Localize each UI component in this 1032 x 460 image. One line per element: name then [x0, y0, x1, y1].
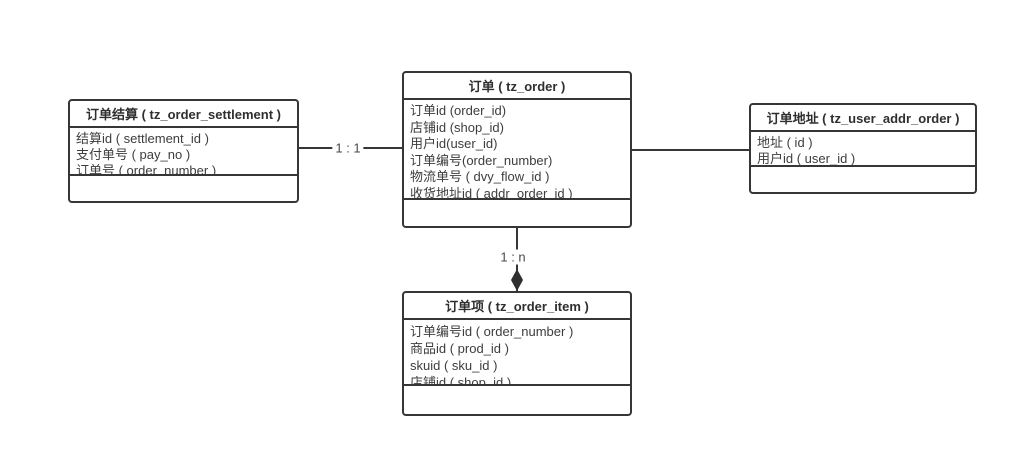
entity-title: 订单结算 ( tz_order_settlement ): [70, 101, 297, 128]
field-row: 店铺id ( shop_id ): [410, 375, 512, 384]
field-row: skuid ( sku_id ): [410, 358, 498, 373]
entity-order-settlement[interactable]: 订单结算 ( tz_order_settlement ) 结算id ( sett…: [68, 99, 299, 203]
entity-title: 订单 ( tz_order ): [404, 73, 630, 100]
entity-field-list: 订单编号id ( order_number ) 商品id ( prod_id ) s…: [404, 320, 630, 384]
field-row: 结算id ( settlement_id ): [76, 131, 209, 146]
field-row: 店铺id (shop_id): [410, 119, 504, 135]
field-row: 地址 ( id ): [757, 135, 813, 150]
entity-field-list: 结算id ( settlement_id )支付单号 ( pay_no )订单号…: [70, 128, 297, 174]
connector-order-addr: [632, 149, 749, 151]
field-row: 订单id (order_id): [410, 103, 507, 118]
entity-empty-section: [70, 174, 297, 201]
field-row: 用户id(user_id): [410, 136, 498, 151]
entity-empty-section: [404, 198, 630, 226]
field-row: 用户id ( user_id ): [757, 151, 856, 165]
entity-title: 订单地址 ( tz_user_addr_order ): [751, 105, 975, 132]
entity-field-list: 订单id (order_id)店铺id (shop_id)用户id(user_i…: [404, 100, 630, 198]
entity-order[interactable]: 订单 ( tz_order ) 订单id (order_id)店铺id (sho…: [402, 71, 632, 228]
field-row: 订单编号(order_number): [410, 152, 553, 168]
entity-title: 订单项 ( tz_order_item ): [404, 293, 630, 320]
field-row: 商品id ( prod_id ): [410, 341, 509, 356]
field-row: 支付单号 ( pay_no ): [76, 147, 191, 162]
entity-order-item[interactable]: 订单项 ( tz_order_item ) 订单编号id ( order_num…: [402, 291, 632, 416]
cardinality-label-1-n: 1 : n: [497, 249, 529, 265]
field-row: 订单编号id ( order_number ): [410, 324, 574, 339]
field-row: 收货地址id ( addr_order_id ): [410, 185, 573, 199]
entity-empty-section: [404, 384, 630, 414]
field-row: 物流单号 ( dvy_flow_id ): [410, 169, 550, 184]
cardinality-label-1-1: 1 : 1: [332, 140, 364, 156]
field-row: 订单号 ( order_number ): [76, 163, 217, 174]
entity-user-addr-order[interactable]: 订单地址 ( tz_user_addr_order ) 地址 ( id )用户i…: [749, 103, 977, 194]
diamond-arrowhead-icon: [511, 269, 523, 291]
entity-empty-section: [751, 165, 975, 192]
entity-field-list: 地址 ( id )用户id ( user_id ): [751, 132, 975, 165]
